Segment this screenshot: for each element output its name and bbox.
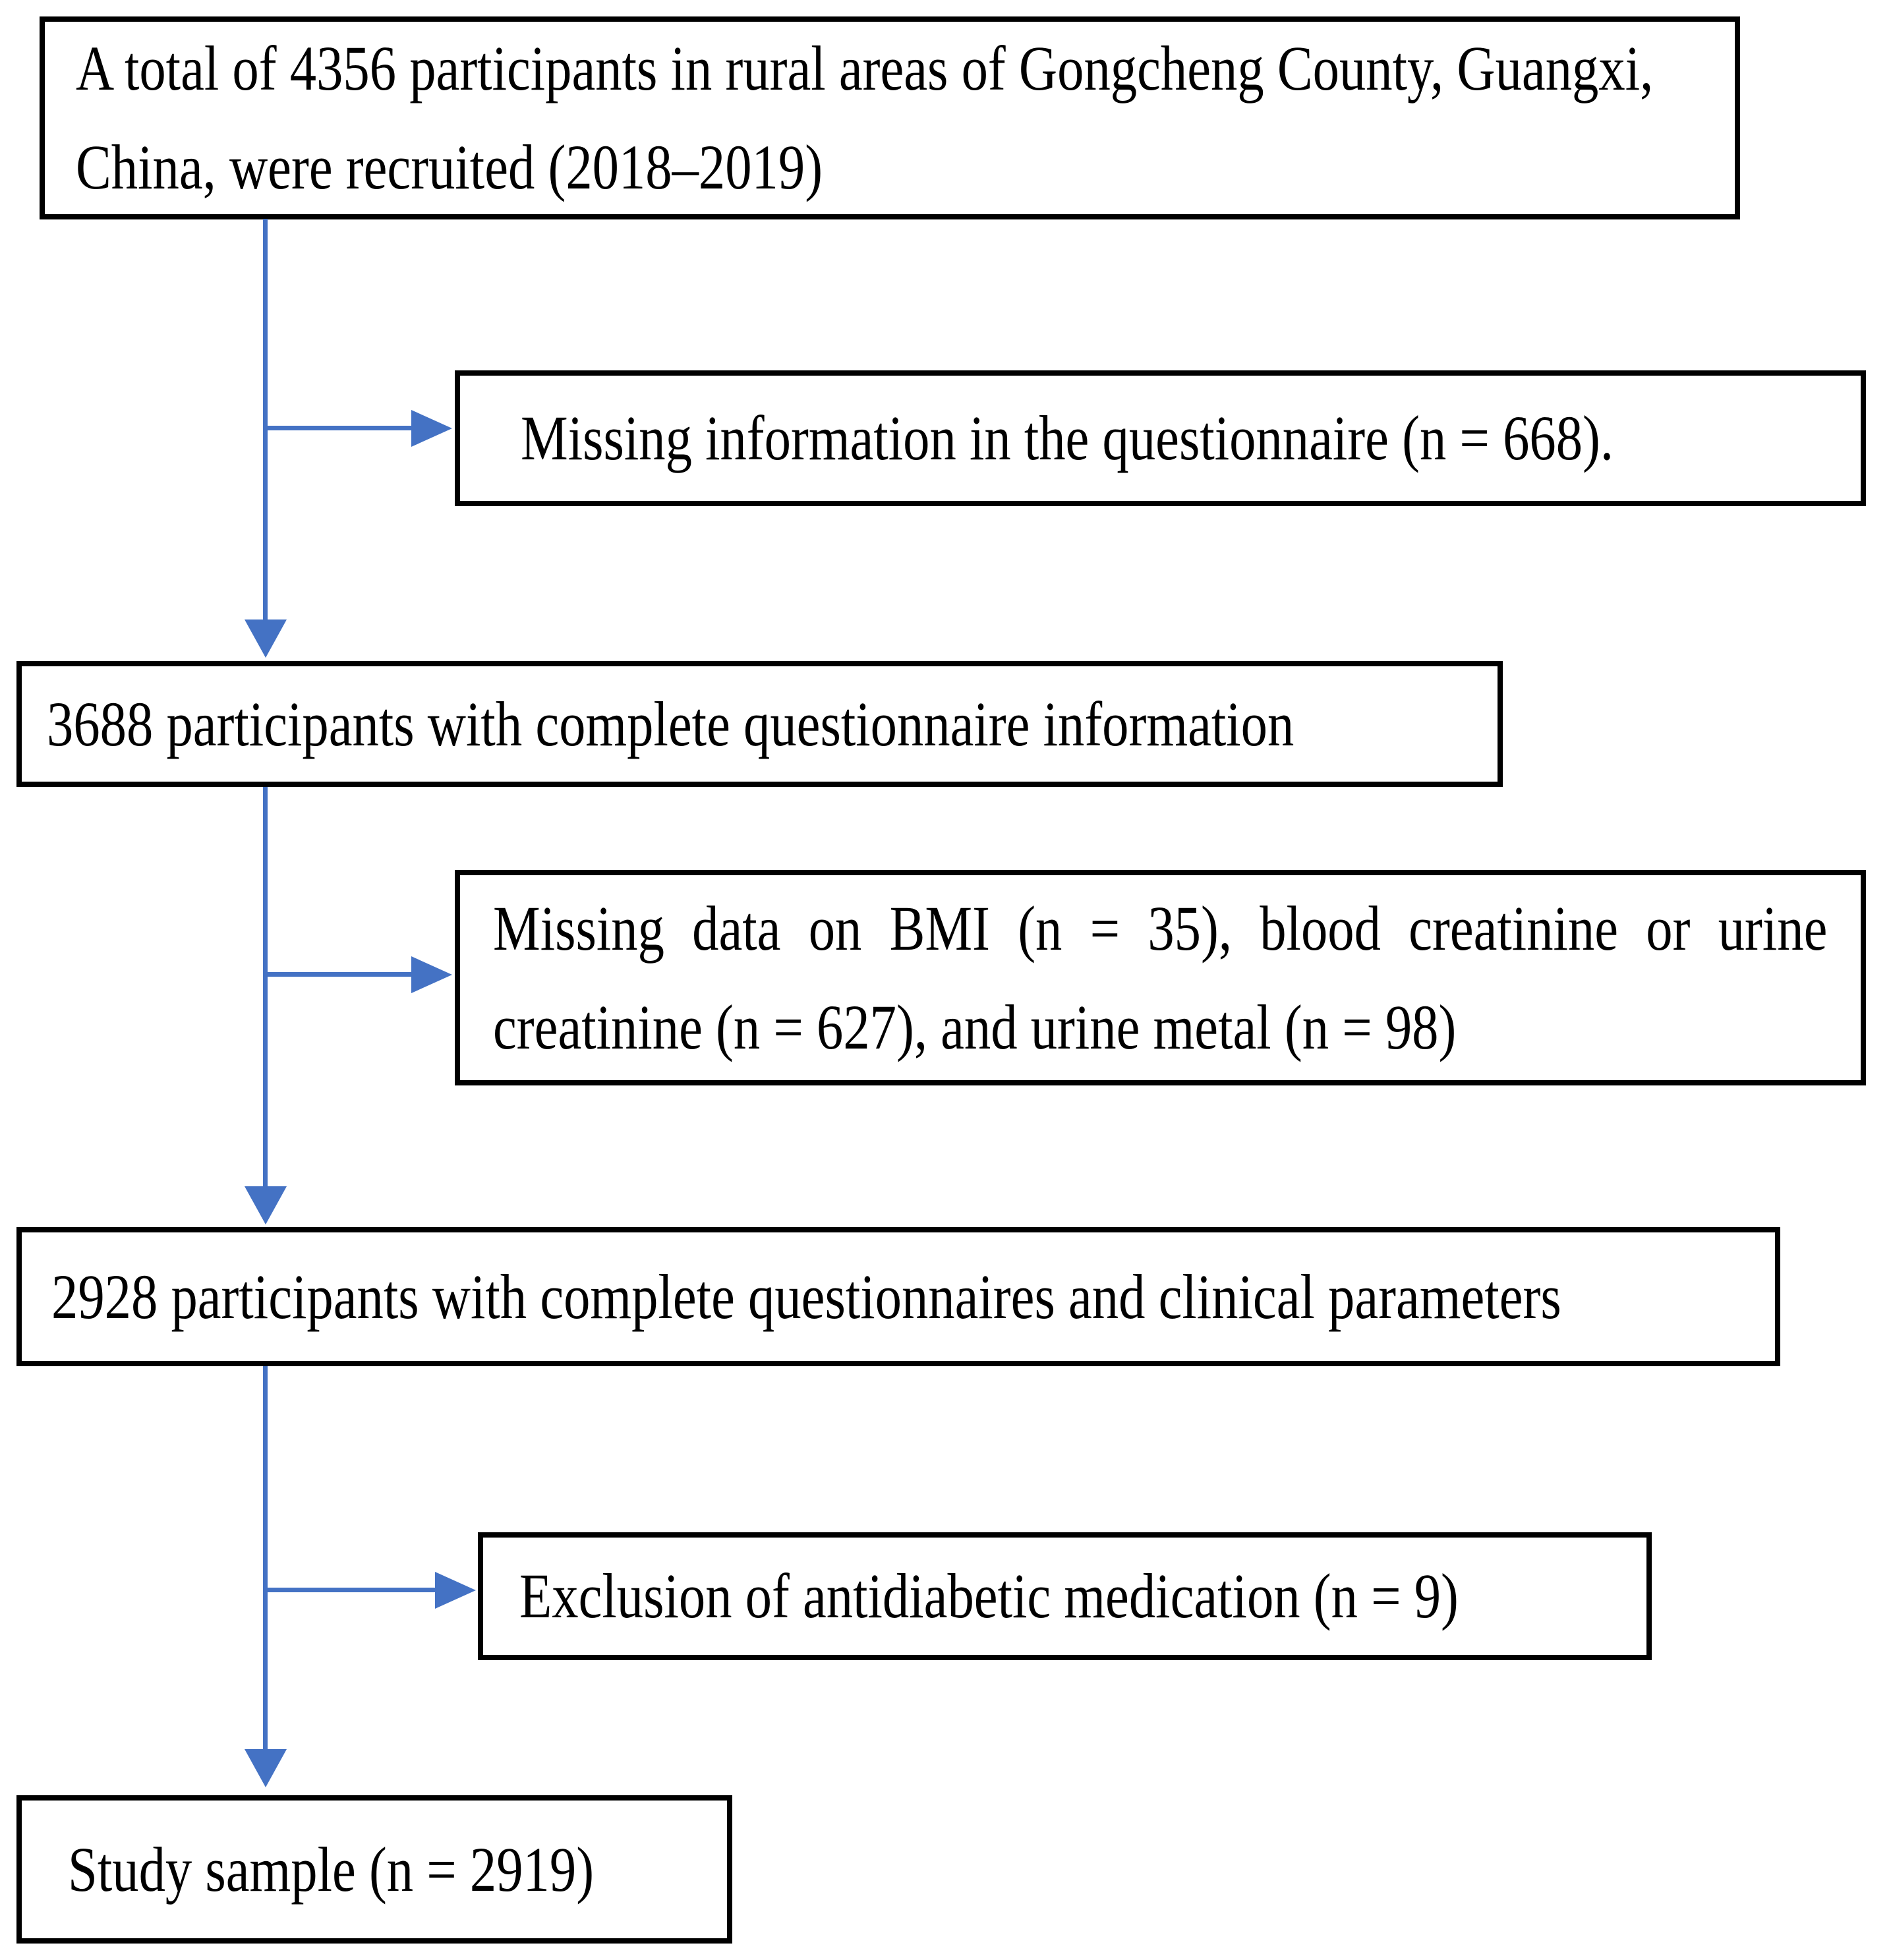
arrow-line-recruited-to-complete-questionnaire: [263, 219, 268, 621]
flow-box-complete-clinical: 2928 participants with complete question…: [16, 1227, 1780, 1366]
flow-box-missing-questionnaire-text: Missing information in the questionnaire…: [521, 403, 1614, 473]
arrow-line-branch-missing-questionnaire: [265, 426, 411, 430]
flow-box-exclusion-antidiabetic: Exclusion of antidiabetic medication (n …: [478, 1532, 1652, 1660]
flow-box-missing-clinical-data-line-1: Missing data on BMI (n = 35), blood crea…: [493, 892, 1828, 964]
flow-box-study-sample-text: Study sample (n = 2919): [68, 1833, 595, 1905]
arrow-line-complete-clinical-to-study-sample: [263, 1366, 268, 1750]
flow-box-recruited-line-2: China, were recruited (2018–2019): [76, 132, 823, 202]
flow-box-missing-clinical-data: Missing data on BMI (n = 35), blood crea…: [455, 870, 1866, 1085]
arrowhead-down-icon: [245, 620, 287, 658]
flow-box-exclusion-antidiabetic-text: Exclusion of antidiabetic medication (n …: [519, 1561, 1459, 1631]
arrowhead-right-icon: [435, 1572, 476, 1609]
flow-box-study-sample: Study sample (n = 2919): [16, 1795, 732, 1944]
arrowhead-right-icon: [411, 410, 452, 447]
arrowhead-down-icon: [245, 1749, 287, 1787]
arrow-line-branch-missing-clinical-data: [265, 972, 411, 977]
flow-box-recruited: A total of 4356 participants in rural ar…: [40, 16, 1740, 219]
flow-box-missing-clinical-data-line-2: creatinine (n = 627), and urine metal (n…: [493, 991, 1457, 1062]
arrowhead-right-icon: [411, 956, 452, 993]
arrow-line-branch-exclusion-antidiabetic: [265, 1588, 435, 1592]
arrowhead-down-icon: [245, 1186, 287, 1225]
arrow-line-complete-questionnaire-to-complete-clinical: [263, 787, 268, 1188]
flow-box-complete-questionnaire-text: 3688 participants with complete question…: [47, 688, 1295, 759]
flow-box-missing-questionnaire: Missing information in the questionnaire…: [455, 370, 1866, 506]
flow-box-complete-questionnaire: 3688 participants with complete question…: [16, 661, 1503, 787]
flow-box-recruited-line-1: A total of 4356 participants in rural ar…: [76, 33, 1654, 103]
flow-box-complete-clinical-text: 2928 participants with complete question…: [51, 1261, 1561, 1332]
